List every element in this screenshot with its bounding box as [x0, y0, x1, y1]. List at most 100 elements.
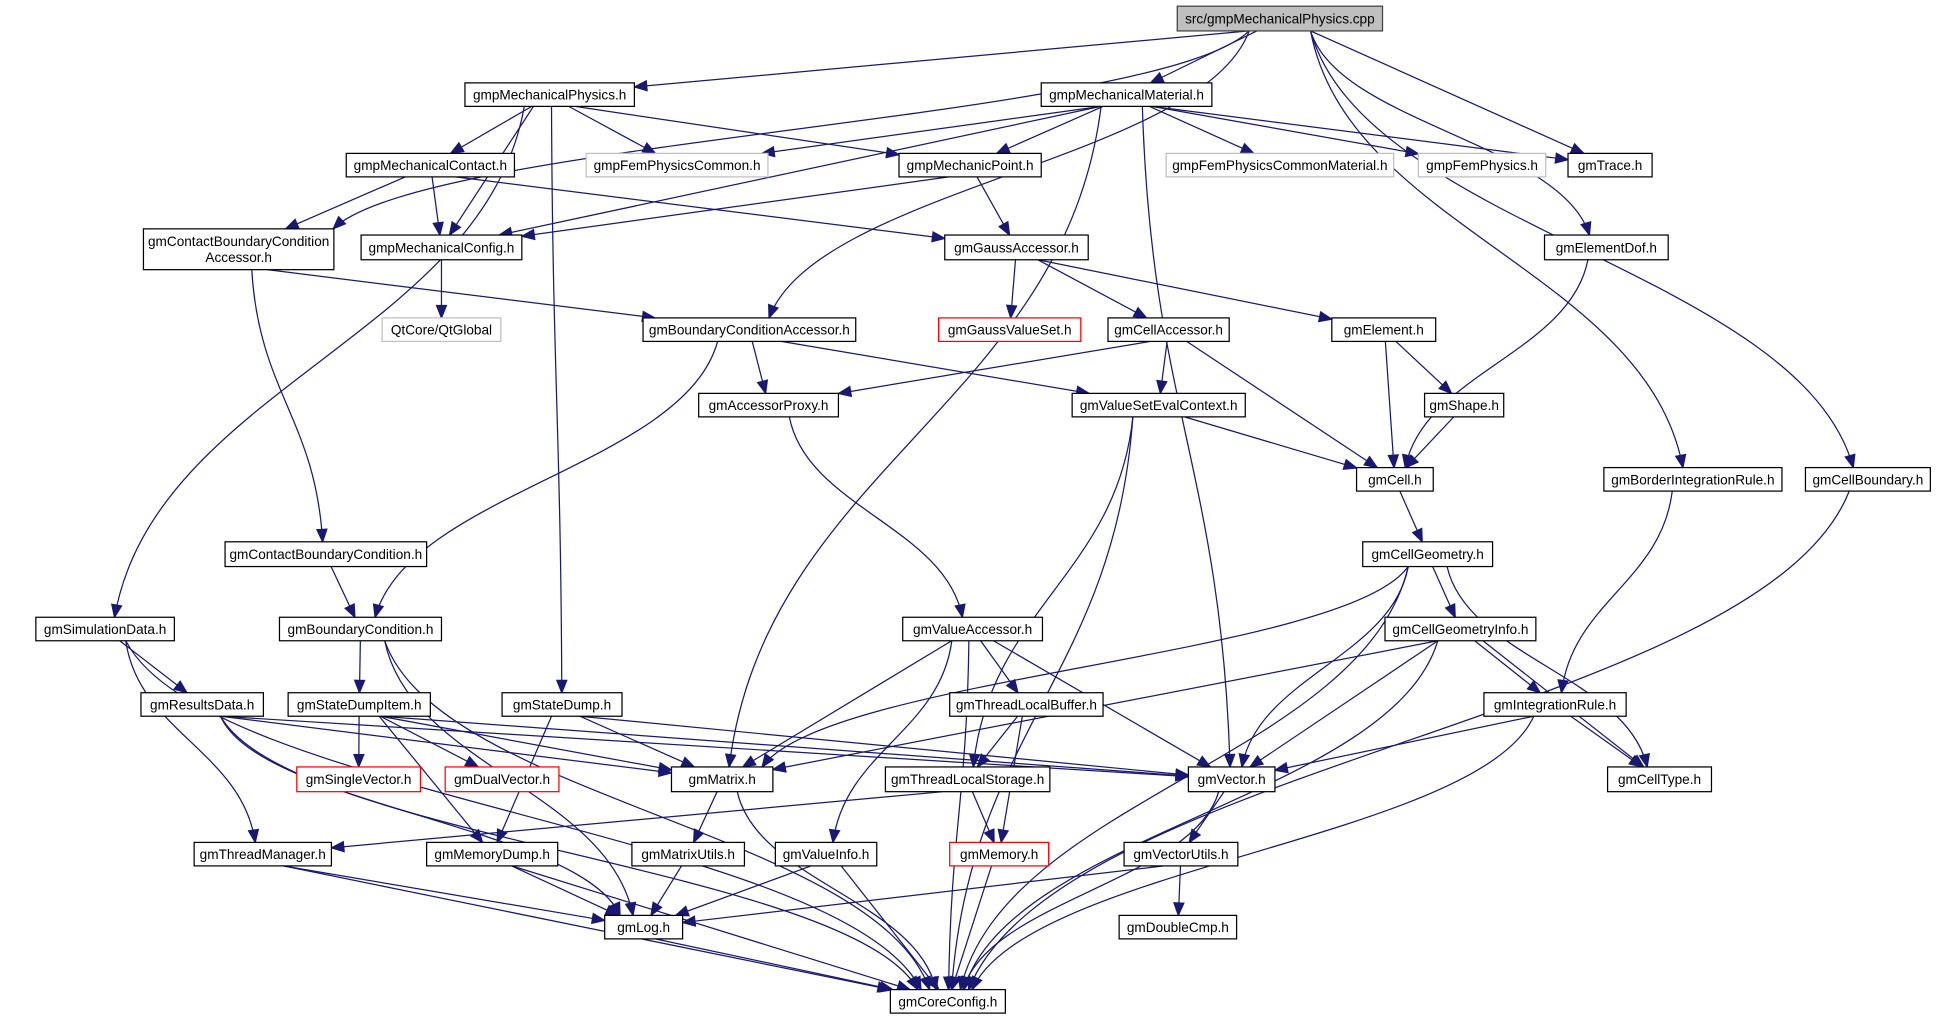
- node-qtglobal[interactable]: QtCore/QtGlobal: [381, 317, 502, 343]
- node-doublecmp[interactable]: gmDoubleCmp.h: [1118, 914, 1238, 940]
- node-accproxy[interactable]: gmAccessorProxy.h: [698, 392, 840, 418]
- arrowhead-cellacc: [1132, 306, 1149, 319]
- node-cellacc[interactable]: gmCellAccessor.h: [1107, 317, 1230, 343]
- edge-mmat-to-trace: [1151, 105, 1569, 161]
- node-box: [345, 152, 516, 178]
- node-cellbnd[interactable]: gmCellBoundary.h: [1804, 466, 1931, 492]
- node-mcontact[interactable]: gmpMechanicalContact.h: [345, 152, 516, 178]
- node-label: gmMatrixUtils.h: [641, 847, 735, 862]
- node-valacc[interactable]: gmValueAccessor.h: [902, 616, 1044, 642]
- node-label: gmTrace.h: [1578, 158, 1642, 173]
- node-box: [1040, 82, 1213, 108]
- node-box: [698, 392, 840, 418]
- node-matutils[interactable]: gmMatrixUtils.h: [631, 841, 746, 867]
- node-celltype[interactable]: gmCellType.h: [1606, 766, 1713, 793]
- node-matrix[interactable]: gmMatrix.h: [670, 766, 774, 793]
- node-vsevalctx[interactable]: gmValueSetEvalContext.h: [1071, 392, 1246, 418]
- arrowhead-shape: [1438, 380, 1453, 395]
- arrowhead-threadmgr: [329, 840, 345, 853]
- edge-mpoint-to-mconfig: [521, 176, 949, 237]
- edge-accproxy-to-valacc: [788, 416, 964, 618]
- edge-mphys-to-statedump: [550, 106, 563, 693]
- edge-cellgeominfo-to-vector: [1249, 640, 1439, 768]
- edge-log-to-coreconfig: [655, 938, 893, 991]
- node-box: [142, 228, 335, 271]
- nodes-layer: src/gmpMechanicalPhysics.cpp gmpMechanica…: [35, 5, 1931, 1014]
- edge-sditem-to-vector: [380, 715, 1189, 777]
- edge-bcacc-to-bc: [374, 341, 719, 618]
- node-valinfo[interactable]: gmValueInfo.h: [774, 841, 878, 867]
- arrowhead-log: [590, 912, 607, 925]
- edge-valacc-to-matrix: [742, 640, 953, 768]
- edge-valinfo-to-coreconfig: [840, 865, 940, 990]
- arrowhead-vector: [1223, 753, 1236, 769]
- node-label: gmBoundaryCondition.h: [288, 622, 434, 637]
- node-gaussvs[interactable]: gmGaussValueSet.h: [937, 317, 1082, 343]
- arrowhead-gaussacc: [998, 220, 1011, 237]
- node-bcacc[interactable]: gmBoundaryConditionAccessor.h: [642, 317, 857, 343]
- node-threadmgr[interactable]: gmThreadManager.h: [193, 841, 333, 867]
- node-vecutils[interactable]: gmVectorUtils.h: [1123, 841, 1239, 867]
- node-label: gmpMechanicPoint.h: [907, 158, 1034, 173]
- node-bc[interactable]: gmBoundaryCondition.h: [278, 616, 443, 642]
- node-log[interactable]: gmLog.h: [604, 914, 684, 940]
- edge-results-to-coreconfig: [219, 715, 919, 990]
- node-box: [1543, 234, 1669, 261]
- node-dualvec[interactable]: gmDualVector.h: [444, 766, 560, 793]
- node-tlbuf[interactable]: gmThreadLocalBuffer.h: [949, 692, 1104, 717]
- node-coreconfig[interactable]: gmCoreConfig.h: [889, 988, 1006, 1014]
- node-results[interactable]: gmResultsData.h: [140, 692, 265, 717]
- node-box: [464, 82, 635, 108]
- node-box: [1804, 466, 1931, 492]
- node-tls[interactable]: gmThreadLocalStorage.h: [884, 766, 1051, 793]
- node-gaussacc[interactable]: gmGaussAccessor.h: [944, 234, 1089, 261]
- edge-borderir-to-intrule: [1560, 491, 1673, 693]
- node-label: gmCellType.h: [1618, 772, 1701, 787]
- node-simdata[interactable]: gmSimulationData.h: [35, 616, 175, 642]
- edge-valacc-to-valinfo: [832, 640, 953, 843]
- node-singlevec[interactable]: gmSingleVector.h: [296, 766, 422, 793]
- arrowhead-femcommonmat: [1239, 142, 1256, 155]
- edge-valinfo-to-log: [675, 865, 812, 916]
- arrowhead-bc: [372, 603, 385, 619]
- arrowhead-coreconfig: [971, 975, 983, 992]
- node-cellgeominfo[interactable]: gmCellGeometryInfo.h: [1384, 616, 1537, 642]
- edge-cpp-to-elemdof: [1309, 30, 1591, 236]
- node-shape[interactable]: gmShape.h: [1423, 392, 1505, 418]
- node-mconfig[interactable]: gmpMechanicalConfig.h: [360, 234, 523, 261]
- node-femcommonmat[interactable]: gmpFemPhysicsCommonMaterial.h: [1165, 152, 1395, 178]
- edge-threadmgr-to-log: [283, 865, 605, 922]
- arrowhead-simdata: [110, 603, 123, 619]
- node-intrule[interactable]: gmIntegrationRule.h: [1483, 692, 1627, 717]
- node-vector[interactable]: gmVector.h: [1187, 766, 1276, 793]
- node-statedump[interactable]: gmStateDump.h: [501, 692, 623, 717]
- node-label: gmThreadLocalBuffer.h: [956, 697, 1097, 712]
- node-mphys[interactable]: gmpMechanicalPhysics.h: [464, 82, 635, 108]
- arrowhead-gaussacc: [931, 230, 947, 243]
- edge-cellgeom-to-vector: [1241, 566, 1409, 768]
- arrowhead-cbcacc: [284, 218, 300, 230]
- node-element[interactable]: gmElement.h: [1331, 317, 1437, 343]
- node-cell[interactable]: gmCell.h: [1355, 466, 1434, 492]
- node-mpoint[interactable]: gmpMechanicPoint.h: [898, 152, 1042, 178]
- node-borderir[interactable]: gmBorderIntegrationRule.h: [1603, 466, 1783, 492]
- node-cbc[interactable]: gmContactBoundaryCondition.h: [224, 541, 428, 568]
- node-mmat[interactable]: gmpMechanicalMaterial.h: [1040, 82, 1213, 108]
- node-cellgeom[interactable]: gmCellGeometry.h: [1362, 541, 1494, 568]
- edge-mmat-to-matrix: [728, 106, 1102, 768]
- edge-sditem-to-matrix: [380, 715, 672, 771]
- node-memdump[interactable]: gmMemoryDump.h: [426, 841, 559, 867]
- node-trace[interactable]: gmTrace.h: [1567, 152, 1653, 178]
- arrowhead-vector: [1273, 761, 1289, 774]
- node-femcommon[interactable]: gmpFemPhysicsCommon.h: [585, 152, 769, 178]
- node-sditem[interactable]: gmStateDumpItem.h: [287, 692, 431, 717]
- node-box: [1331, 317, 1437, 343]
- node-cpp[interactable]: src/gmpMechanicalPhysics.cpp: [1176, 5, 1384, 32]
- node-femphys[interactable]: gmpFemPhysics.h: [1417, 152, 1547, 178]
- arrowhead-celltype: [1638, 753, 1651, 769]
- node-memory[interactable]: gmMemory.h: [949, 841, 1050, 867]
- node-box: [1176, 5, 1384, 32]
- node-elemdof[interactable]: gmElementDof.h: [1543, 234, 1669, 261]
- edge-cpp-to-borderir: [1309, 30, 1684, 468]
